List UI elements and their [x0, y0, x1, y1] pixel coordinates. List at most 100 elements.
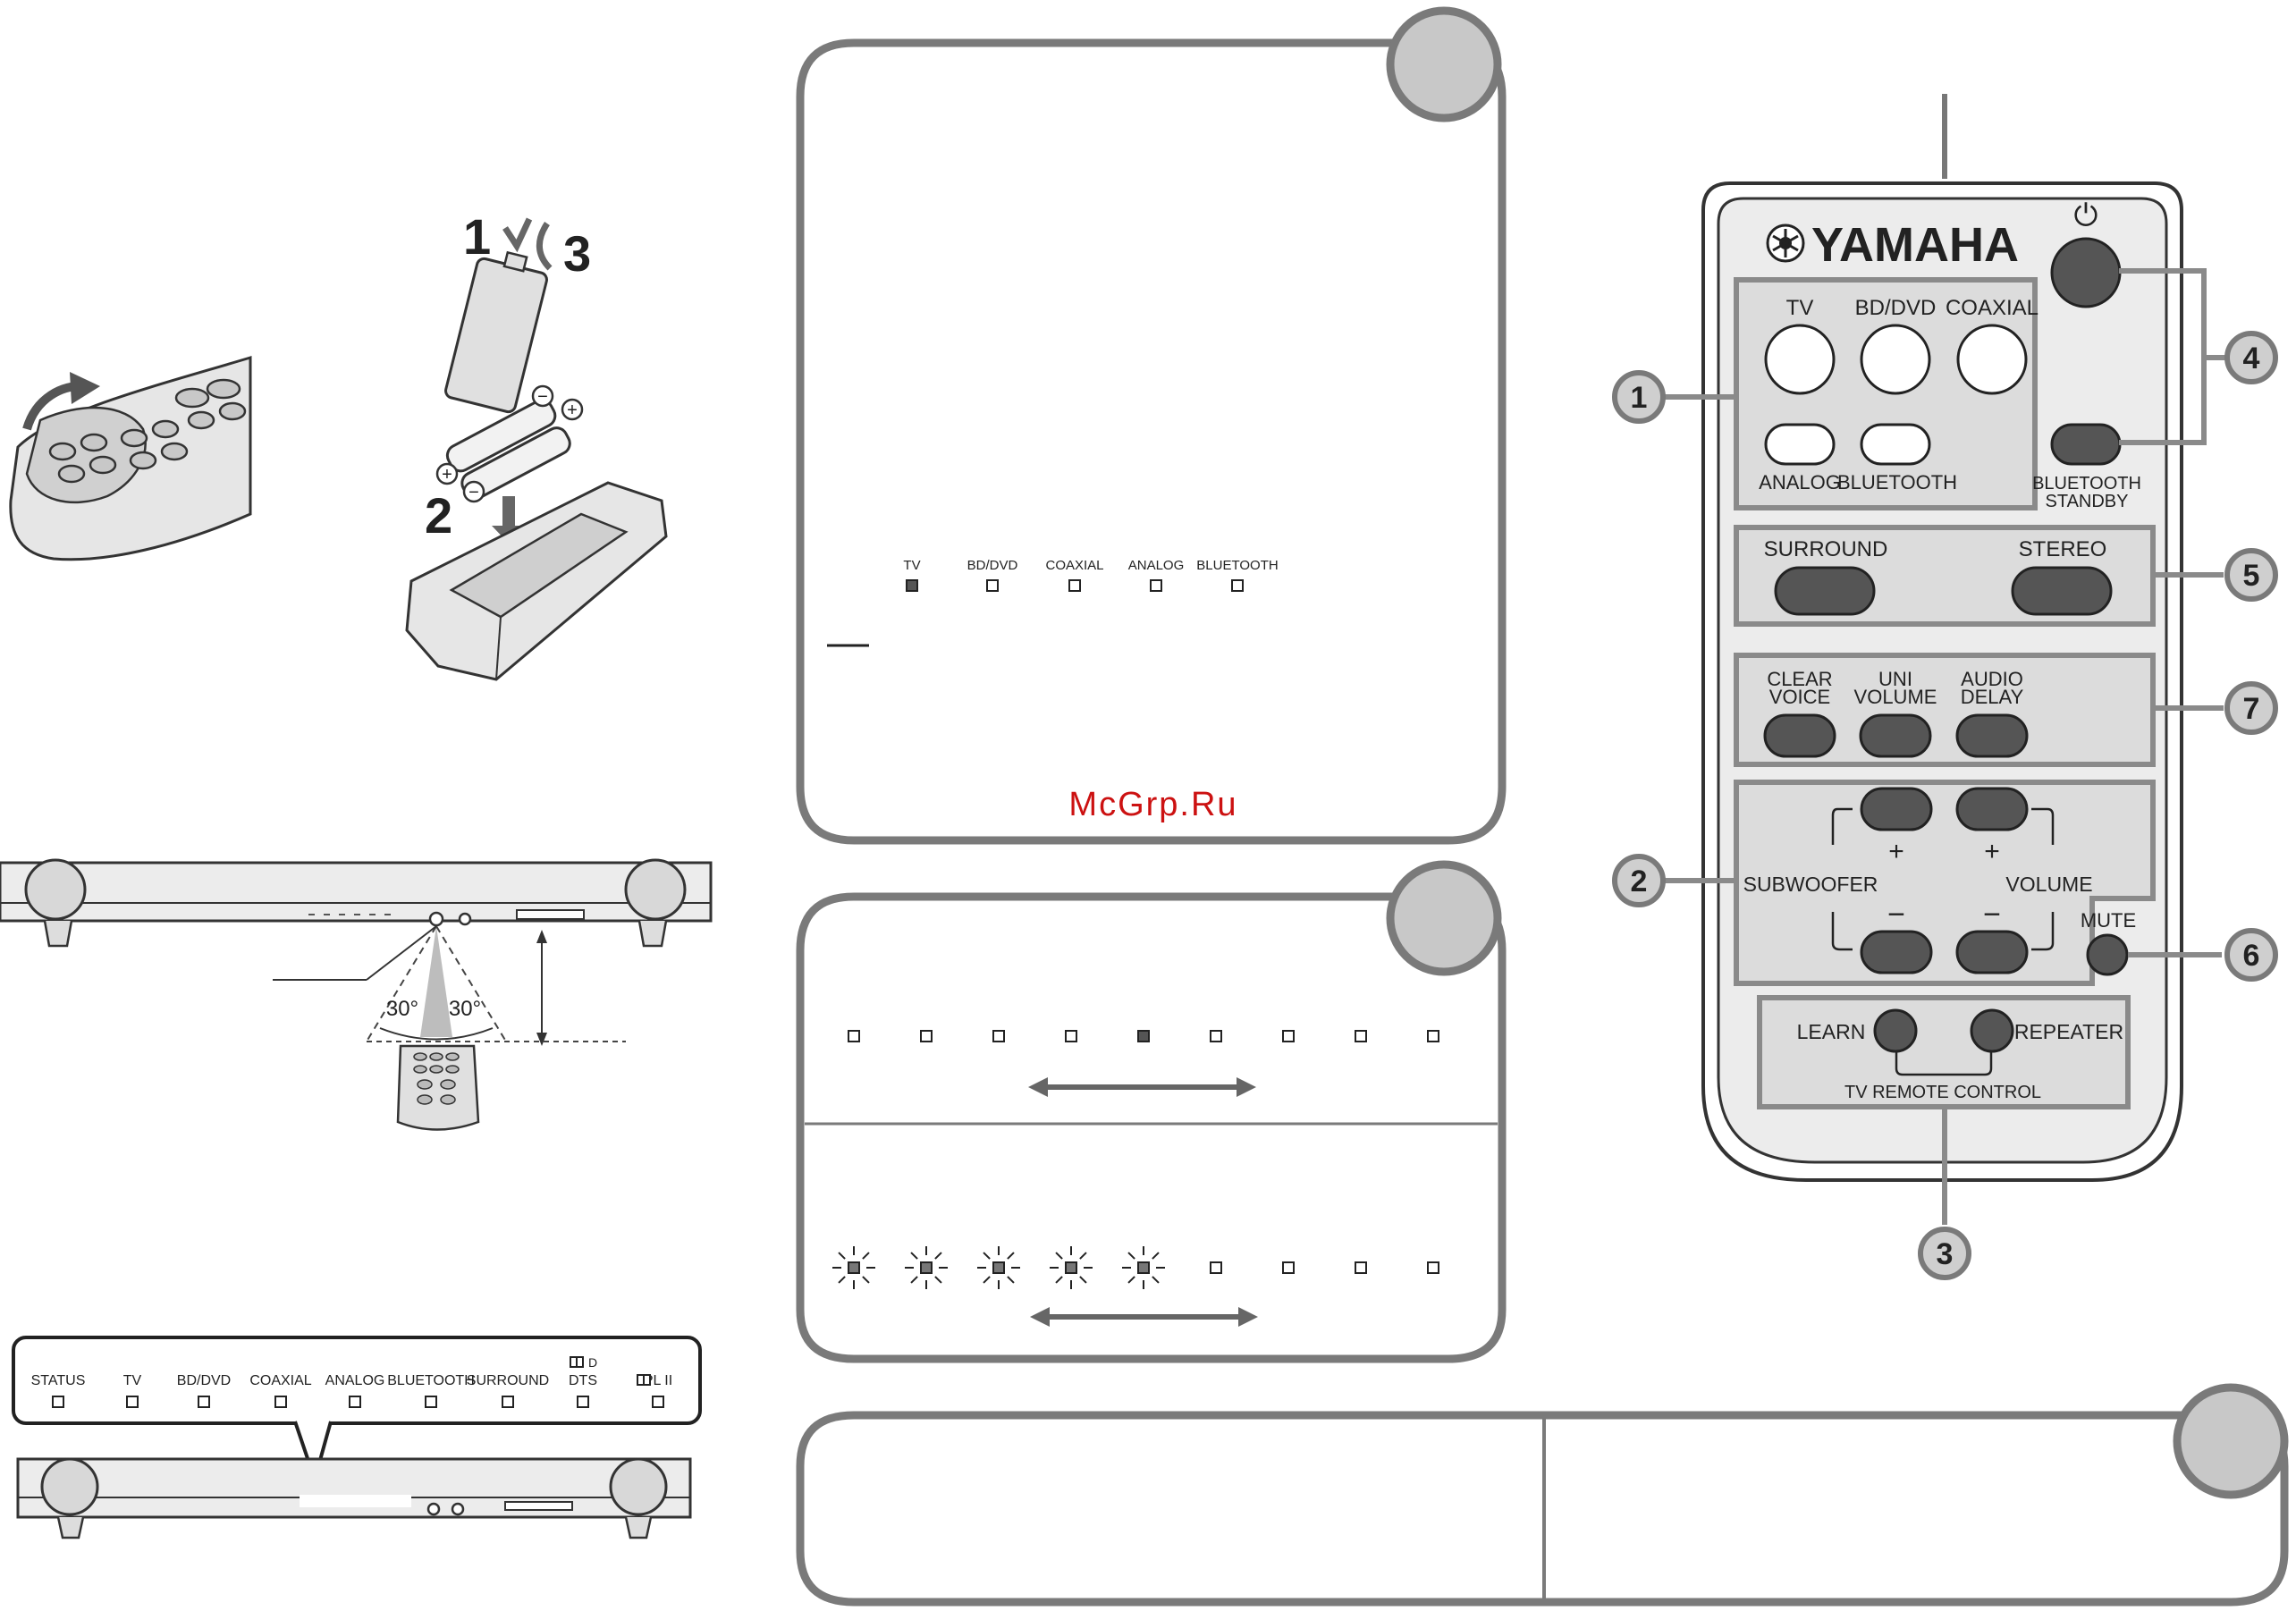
- front-indicator-lamp: [652, 1396, 664, 1408]
- uni-volume-label-2: VOLUME: [1854, 686, 1937, 708]
- bluetooth-standby-label-2: STANDBY: [2046, 492, 2129, 511]
- blinking-lamp-icon: [832, 1246, 875, 1289]
- front-indicator-label: DTS: [569, 1373, 597, 1388]
- level-indicator-panel: [796, 860, 1507, 1363]
- callout-badge: [1612, 854, 1666, 907]
- mute-label: MUTE: [2081, 909, 2136, 932]
- dolby-digital-mark: D: [588, 1355, 597, 1370]
- battery-insertion-illustration: 1 3 2 + + − −: [405, 208, 668, 681]
- front-indicator-lamp: [52, 1396, 64, 1408]
- tv-input-button[interactable]: [1764, 324, 1836, 395]
- level-indicator-lamp: [920, 1030, 933, 1042]
- input-indicator-lamp: [906, 579, 918, 592]
- volume-up-button[interactable]: [1955, 787, 2029, 831]
- yamaha-logo-icon: [1766, 224, 1805, 263]
- mute-button[interactable]: [2086, 933, 2129, 976]
- audio-delay-button[interactable]: [1955, 713, 2029, 758]
- clear-voice-label-2: VOICE: [1769, 686, 1830, 708]
- polarity-plus-a: +: [567, 401, 578, 420]
- level-indicator-lamp: [1137, 1030, 1150, 1042]
- angle-right-label: 30°: [449, 997, 481, 1021]
- polarity-minus-b: −: [468, 483, 479, 502]
- analog-input-label: ANALOG: [1759, 471, 1841, 493]
- level-indicator-lamp: [1282, 1030, 1295, 1042]
- front-indicator-lamp: [349, 1396, 361, 1408]
- input-indicator-label: COAXIAL: [1045, 558, 1103, 573]
- uni-volume-label-1: UNI: [1878, 668, 1912, 690]
- input-indicator-lamp: [986, 579, 999, 592]
- coaxial-input-label: COAXIAL: [1946, 296, 2039, 320]
- uni-volume-button[interactable]: [1859, 713, 1932, 758]
- blinking-lamp-icon: [977, 1246, 1020, 1289]
- front-indicator-label: SURROUND: [467, 1373, 549, 1388]
- surround-label: SURROUND: [1764, 537, 1888, 561]
- level-indicator-lamp: [1355, 1261, 1367, 1274]
- remote-control: YAMAHA ⏻ TV BD/DVD COAXIAL ANALOG BLUETO…: [1701, 94, 2183, 1182]
- stereo-label: STEREO: [2019, 537, 2107, 561]
- level-indicator-lamp: [1427, 1030, 1439, 1042]
- input-indicator-label: TV: [903, 558, 920, 573]
- stereo-button[interactable]: [2011, 566, 2113, 616]
- input-indicators: TV BD/DVD COAXIAL ANALOG BLUETOOTH: [903, 558, 1279, 592]
- front-indicator-lamp: [502, 1396, 514, 1408]
- subwoofer-minus-label: −: [1887, 898, 1905, 932]
- input-indicator-lamp: [1231, 579, 1244, 592]
- power-symbol: ⏻: [2074, 198, 2098, 232]
- polarity-plus-b: +: [442, 465, 452, 485]
- callout-number: 2: [1631, 865, 1648, 898]
- bluetooth-standby-button[interactable]: [2050, 423, 2122, 466]
- remote-cover-illustration: [9, 355, 252, 561]
- bd-dvd-input-button[interactable]: [1860, 324, 1931, 395]
- analog-input-button[interactable]: [1764, 423, 1836, 466]
- brand-name: YAMAHA: [1811, 218, 2019, 272]
- callout-leaders: [1665, 268, 2226, 1225]
- level-indicator-lamp: [1210, 1030, 1222, 1042]
- volume-plus-label: +: [1984, 837, 2000, 866]
- learn-button[interactable]: [1873, 1008, 1918, 1053]
- callout-number: 5: [2243, 559, 2260, 593]
- dolby-digital-icon: D: [570, 1355, 597, 1370]
- level-indicator-lamp: [1282, 1261, 1295, 1274]
- input-indicator-label: BD/DVD: [967, 558, 1018, 573]
- learn-label: LEARN: [1797, 1020, 1866, 1043]
- level-indicator-lamp: [1355, 1030, 1367, 1042]
- subwoofer-up-button[interactable]: [1860, 787, 1933, 831]
- input-indicator-lamp: [1150, 579, 1162, 592]
- callout-badge: [1918, 1227, 1971, 1280]
- level-indicator-lamp: [1210, 1261, 1222, 1274]
- input-indicator-label: ANALOG: [1128, 558, 1185, 573]
- coaxial-input-button[interactable]: [1956, 324, 2028, 395]
- dolby-prologic-icon: [637, 1374, 651, 1386]
- repeater-button[interactable]: [1970, 1008, 2014, 1053]
- front-indicator-label: TV: [123, 1373, 142, 1388]
- volume-down-button[interactable]: [1955, 930, 2029, 974]
- polarity-minus-a: −: [537, 387, 548, 407]
- front-indicator-lamp: [198, 1396, 210, 1408]
- clear-voice-button[interactable]: [1763, 713, 1836, 758]
- blinking-lamp-icon: [905, 1246, 948, 1289]
- front-indicator-lamp: [274, 1396, 287, 1408]
- callout-badge: [2224, 928, 2278, 982]
- surround-button[interactable]: [1774, 566, 1876, 616]
- bluetooth-input-button[interactable]: [1860, 423, 1931, 466]
- callout-number: 7: [2243, 692, 2260, 726]
- blinking-lamp-icon: [1050, 1246, 1093, 1289]
- repeater-label: REPEATER: [2014, 1020, 2123, 1043]
- level-indicator-lamp: [992, 1030, 1005, 1042]
- subwoofer-down-button[interactable]: [1860, 930, 1933, 974]
- input-indicator-label: BLUETOOTH: [1196, 558, 1278, 573]
- power-button[interactable]: [2050, 237, 2122, 308]
- level-indicator-lamp: [1065, 1030, 1077, 1042]
- tv-remote-control-label: TV REMOTE CONTROL: [1844, 1083, 2041, 1102]
- callout-badge: [2224, 331, 2278, 384]
- callout-number: 1: [1631, 381, 1648, 415]
- front-indicator-label: STATUS: [31, 1373, 86, 1388]
- front-indicator-label: BLUETOOTH: [387, 1373, 475, 1388]
- level-row-1: [848, 1030, 1439, 1042]
- callout-badge: [2224, 548, 2278, 602]
